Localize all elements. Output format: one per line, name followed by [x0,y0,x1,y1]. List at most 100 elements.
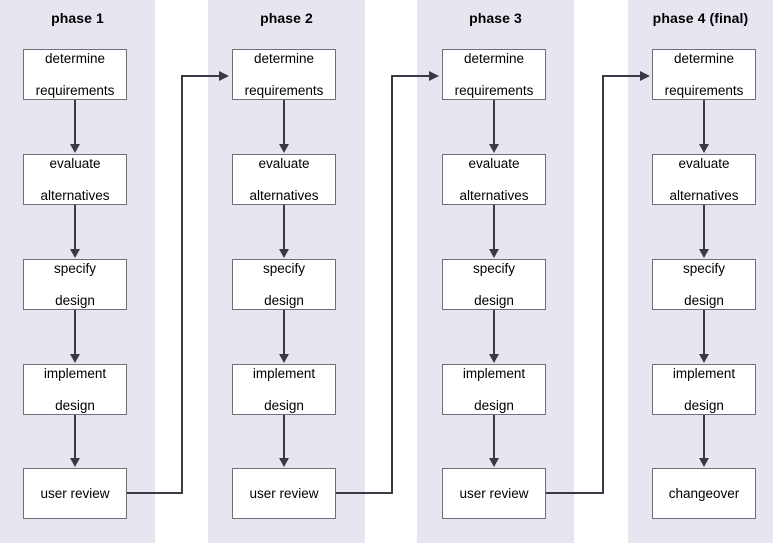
connector-phase2-4 [283,415,285,459]
connector-phase4-3 [703,310,705,355]
connector-phase3-3 [493,310,495,355]
connector-phase4-2 [703,205,705,250]
node-label-line1: determine [253,50,315,66]
feedback-2-vertical-segment [391,75,393,494]
node-label-line2: requirements [35,82,115,98]
feedback-3-vertical-segment [602,75,604,494]
node-phase2-evaluate-alternatives[interactable]: evaluate alternatives [232,154,336,205]
connector-phase3-1 [493,100,495,145]
node-label-line2: design [264,292,304,308]
node-label-line1: implement [462,365,526,381]
node-phase2-user-review[interactable]: user review [232,468,336,519]
node-label-line1: user review [249,485,319,501]
node-label-line1: specify [53,260,97,276]
connector-phase1-2 [74,205,76,250]
arrowhead-phase4-3 [699,354,709,363]
node-phase1-specify-design[interactable]: specify design [23,259,127,310]
connector-phase2-2 [283,205,285,250]
node-phase4-specify-design[interactable]: specify design [652,259,756,310]
feedback-3-top-segment [602,75,642,77]
node-label-line1: user review [40,485,110,501]
node-phase1-implement-design[interactable]: implement design [23,364,127,415]
connector-phase2-1 [283,100,285,145]
node-label-line2: design [55,292,95,308]
node-phase3-determine-requirements[interactable]: determine requirements [442,49,546,100]
arrowhead-phase4-2 [699,249,709,258]
node-phase3-evaluate-alternatives[interactable]: evaluate alternatives [442,154,546,205]
node-label-line2: alternatives [459,187,529,203]
node-label-line1: implement [43,365,107,381]
node-label-line2: design [684,292,724,308]
node-phase3-specify-design[interactable]: specify design [442,259,546,310]
arrowhead-phase2-2 [279,249,289,258]
feedback-3-bottom-segment [546,492,604,494]
connector-phase1-4 [74,415,76,459]
node-label-line2: design [55,397,95,413]
connector-phase1-3 [74,310,76,355]
phase-title-2: phase 2 [260,10,313,26]
arrowhead-phase1-3 [70,354,80,363]
connector-phase3-4 [493,415,495,459]
node-phase4-changeover[interactable]: changeover [652,468,756,519]
arrowhead-phase2-3 [279,354,289,363]
node-label-line1: evaluate [49,155,101,171]
node-phase3-implement-design[interactable]: implement design [442,364,546,415]
node-phase4-implement-design[interactable]: implement design [652,364,756,415]
node-label-line2: design [474,292,514,308]
feedback-2-arrowhead-icon [429,71,439,81]
node-label-line1: implement [672,365,736,381]
node-label-line1: changeover [668,485,740,501]
node-label-line2: requirements [244,82,324,98]
node-label-line2: design [264,397,304,413]
node-label-line2: requirements [454,82,534,98]
node-label-line1: determine [44,50,106,66]
arrowhead-phase1-4 [70,458,80,467]
node-label-line1: specify [682,260,726,276]
phase-title-1: phase 1 [51,10,104,26]
arrowhead-phase2-1 [279,144,289,153]
node-label-line1: determine [463,50,525,66]
feedback-2-top-segment [391,75,431,77]
phase-title-4: phase 4 (final) [652,10,749,26]
node-label-line1: specify [262,260,306,276]
node-label-line2: design [684,397,724,413]
feedback-3-arrowhead-icon [640,71,650,81]
node-label-line1: evaluate [678,155,730,171]
connector-phase4-1 [703,100,705,145]
connector-phase4-4 [703,415,705,459]
arrowhead-phase4-1 [699,144,709,153]
arrowhead-phase3-2 [489,249,499,258]
feedback-1-arrowhead-icon [219,71,229,81]
connector-phase3-2 [493,205,495,250]
arrowhead-phase3-1 [489,144,499,153]
arrowhead-phase3-4 [489,458,499,467]
node-label-line2: alternatives [249,187,319,203]
node-label-line1: evaluate [468,155,520,171]
feedback-1-top-segment [181,75,221,77]
feedback-1-bottom-segment [127,492,183,494]
node-phase4-evaluate-alternatives[interactable]: evaluate alternatives [652,154,756,205]
node-label-line2: alternatives [669,187,739,203]
node-phase1-determine-requirements[interactable]: determine requirements [23,49,127,100]
arrowhead-phase3-3 [489,354,499,363]
arrowhead-phase4-4 [699,458,709,467]
node-phase1-user-review[interactable]: user review [23,468,127,519]
node-label-line1: determine [673,50,735,66]
node-label-line1: specify [472,260,516,276]
feedback-2-bottom-segment [336,492,393,494]
arrowhead-phase1-1 [70,144,80,153]
feedback-1-vertical-segment [181,75,183,494]
phase-title-3: phase 3 [469,10,522,26]
connector-phase1-1 [74,100,76,145]
node-label-line1: evaluate [258,155,310,171]
node-phase3-user-review[interactable]: user review [442,468,546,519]
arrowhead-phase1-2 [70,249,80,258]
node-phase2-determine-requirements[interactable]: determine requirements [232,49,336,100]
node-phase2-specify-design[interactable]: specify design [232,259,336,310]
node-label-line2: design [474,397,514,413]
arrowhead-phase2-4 [279,458,289,467]
